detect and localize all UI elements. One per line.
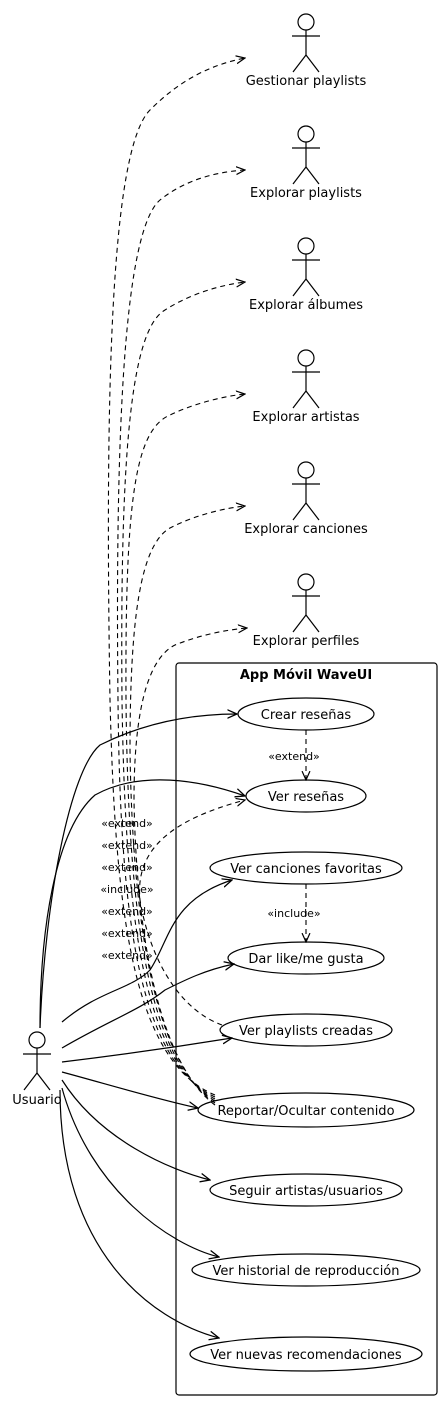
actor-label: Usuario	[12, 1093, 61, 1108]
svg-text:«extend»: «extend»	[101, 839, 153, 852]
system-title: App Móvil WaveUI	[240, 668, 372, 683]
usecase-ver-nuevas-recomendaciones: Ver nuevas recomendaciones	[189, 1336, 423, 1372]
actor-label: Explorar perfiles	[253, 634, 360, 649]
actor-explorar-playlists: Explorar playlists	[250, 125, 362, 201]
actor-usuario: Usuario	[12, 1031, 62, 1108]
actor-label: Explorar artistas	[252, 410, 359, 425]
svg-text:«include»: «include»	[100, 883, 153, 896]
svg-text:Ver nuevas recomendaciones: Ver nuevas recomendaciones	[210, 1348, 402, 1363]
usecase-seguir-artistas: Seguir artistas/usuarios	[209, 1173, 403, 1207]
relation-label: «extend»	[268, 750, 320, 763]
svg-text:«extend»: «extend»	[101, 861, 153, 874]
usecase-dar-like: Dar like/me gusta	[227, 941, 385, 975]
actor-explorar-artistas: Explorar artistas	[252, 349, 360, 425]
svg-text:Ver reseñas: Ver reseñas	[268, 790, 344, 805]
usecase-crear-resenas: Crear reseñas	[237, 697, 375, 731]
actor-explorar-canciones: Explorar canciones	[244, 461, 368, 537]
dependency-lines	[107, 58, 306, 1106]
stacked-relation-labels: «extend» «extend» «extend» «include» «ex…	[100, 817, 153, 962]
usecase-ver-resenas: Ver reseñas	[245, 779, 367, 813]
svg-text:Reportar/Ocultar contenido: Reportar/Ocultar contenido	[217, 1104, 394, 1119]
actor-label: Explorar álbumes	[249, 298, 363, 313]
actor-explorar-albumes: Explorar álbumes	[249, 237, 363, 313]
svg-text:Dar like/me gusta: Dar like/me gusta	[248, 952, 363, 967]
actor-label: Gestionar playlists	[246, 74, 367, 89]
svg-text:Seguir artistas/usuarios: Seguir artistas/usuarios	[229, 1184, 383, 1199]
actor-label: Explorar canciones	[244, 522, 368, 537]
svg-text:Ver historial de reproducción: Ver historial de reproducción	[213, 1264, 400, 1279]
svg-text:Crear reseñas: Crear reseñas	[261, 708, 352, 723]
usecase-ver-canciones-favoritas: Ver canciones favoritas	[209, 851, 403, 885]
svg-text:«extend»: «extend»	[101, 949, 153, 962]
svg-text:«extend»: «extend»	[101, 905, 153, 918]
svg-text:«extend»: «extend»	[101, 927, 153, 940]
svg-text:Ver canciones favoritas: Ver canciones favoritas	[230, 862, 382, 877]
svg-text:Ver playlists creadas: Ver playlists creadas	[239, 1024, 373, 1039]
system-boundary	[175, 662, 438, 1396]
actor-gestionar-playlists: Gestionar playlists	[246, 13, 367, 89]
usecase-reportar-ocultar: Reportar/Ocultar contenido	[197, 1092, 415, 1128]
usecase-ver-playlists-creadas: Ver playlists creadas	[219, 1013, 393, 1047]
actor-explorar-perfiles: Explorar perfiles	[253, 573, 360, 649]
associations	[39, 714, 245, 1338]
svg-text:«extend»: «extend»	[101, 817, 153, 830]
usecase-ver-historial: Ver historial de reproducción	[191, 1253, 421, 1287]
actor-label: Explorar playlists	[250, 186, 362, 201]
relation-label: «include»	[267, 907, 320, 920]
